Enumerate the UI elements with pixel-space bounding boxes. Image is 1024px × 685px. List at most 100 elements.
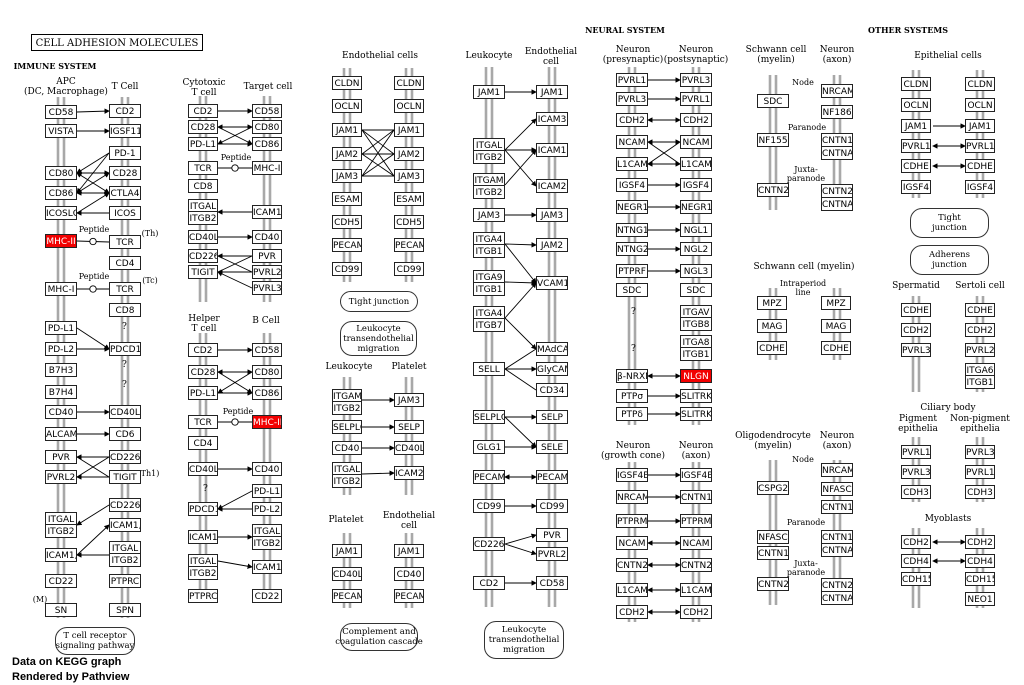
- gene-node-cd58[interactable]: CD58: [252, 343, 282, 357]
- gene-node-sele[interactable]: SELE: [536, 440, 568, 454]
- gene-node-nrcam[interactable]: NRCAM: [616, 490, 648, 504]
- gene-node-cd80[interactable]: CD80: [252, 120, 282, 134]
- gene-node-itgb1[interactable]: ITGB1: [965, 375, 995, 389]
- gene-node-cd2[interactable]: CD2: [473, 576, 505, 590]
- gene-node-cd28[interactable]: CD28: [188, 365, 218, 379]
- gene-node-ocln[interactable]: OCLN: [394, 99, 424, 113]
- gene-node-cd86[interactable]: CD86: [252, 386, 282, 400]
- gene-node-cd40l[interactable]: CD40L: [188, 230, 218, 244]
- gene-node-selp[interactable]: SELP: [394, 420, 424, 434]
- gene-node-mpz[interactable]: MPZ: [821, 296, 851, 310]
- gene-node-itgb2[interactable]: ITGB2: [252, 536, 282, 550]
- gene-node-pvrl1[interactable]: PVRL1: [965, 465, 995, 479]
- gene-node-icam123[interactable]: ICAM1,2,3: [45, 548, 77, 562]
- gene-node-tcr[interactable]: TCR: [188, 161, 218, 175]
- gene-node-cd99[interactable]: CD99: [394, 262, 424, 276]
- gene-node-cdh4[interactable]: CDH4: [965, 554, 995, 568]
- gene-node-ptprc[interactable]: PTPRC: [188, 589, 218, 603]
- gene-node-ptps[interactable]: PTPσ: [616, 389, 648, 403]
- gene-node-cdh3[interactable]: CDH3: [901, 485, 931, 499]
- gene-node-cntn1[interactable]: CNTN1: [821, 133, 853, 147]
- gene-node-cldn[interactable]: CLDN: [332, 76, 362, 90]
- gene-node-pvr[interactable]: PVR: [45, 450, 77, 464]
- gene-node-itgb2[interactable]: ITGB2: [473, 150, 505, 164]
- gene-node-nrcam[interactable]: NRCAM: [821, 84, 853, 98]
- gene-node-cdh5[interactable]: CDH5: [332, 215, 362, 229]
- gene-node-itgb1[interactable]: ITGB1: [680, 347, 712, 361]
- gene-node-igsf4[interactable]: IGSF4: [965, 180, 995, 194]
- gene-node-cldn[interactable]: CLDN: [965, 77, 995, 91]
- gene-node-ngl1[interactable]: NGL1: [680, 223, 712, 237]
- gene-node-pvrl2[interactable]: PVRL2: [536, 547, 568, 561]
- gene-node-cd22[interactable]: CD22: [45, 574, 77, 588]
- gene-node-negr1[interactable]: NEGR1: [616, 200, 648, 214]
- gene-node-itgb1[interactable]: ITGB1: [473, 282, 505, 296]
- gene-node-cd6[interactable]: CD6: [109, 427, 141, 441]
- gene-node-jam1[interactable]: JAM1: [394, 123, 424, 137]
- gene-node-itgb2[interactable]: ITGB2: [188, 211, 218, 225]
- gene-node-cdh5[interactable]: CDH5: [394, 215, 424, 229]
- gene-node-cd58[interactable]: CD58: [536, 576, 568, 590]
- gene-node-igsf4[interactable]: IGSF4: [680, 178, 712, 192]
- gene-node-cd4[interactable]: CD4: [188, 436, 218, 450]
- gene-node-pdl2[interactable]: PD-L2: [45, 342, 77, 356]
- gene-node-cd58[interactable]: CD58: [252, 104, 282, 118]
- gene-node-tigit[interactable]: TIGIT: [109, 470, 141, 484]
- gene-node-sn[interactable]: SN: [45, 603, 77, 617]
- gene-node-pvrl1[interactable]: PVRL1: [901, 445, 931, 459]
- gene-node-cd80[interactable]: CD80: [252, 365, 282, 379]
- gene-node-spn[interactable]: SPN: [109, 603, 141, 617]
- gene-node-cntn2[interactable]: CNTN2: [821, 578, 853, 592]
- gene-node-cldn[interactable]: CLDN: [901, 77, 931, 91]
- gene-node-ptpd[interactable]: PTPδ: [616, 407, 648, 421]
- gene-node-cd40[interactable]: CD40: [45, 405, 77, 419]
- gene-node-pdl1[interactable]: PD-L1: [45, 321, 77, 335]
- gene-node-selp[interactable]: SELP: [536, 410, 568, 424]
- gene-node-cntnap1[interactable]: CNTNAP1: [821, 543, 853, 557]
- gene-node-pdl1[interactable]: PD-L1: [188, 386, 218, 400]
- gene-node-ncam[interactable]: NCAM: [616, 536, 648, 550]
- gene-node-neo1[interactable]: NEO1: [965, 592, 995, 606]
- gene-node-nfasc[interactable]: NFASC: [757, 530, 789, 544]
- gene-node-itgb2[interactable]: ITGB2: [332, 474, 362, 488]
- gene-node-jam3[interactable]: JAM3: [394, 169, 424, 183]
- gene-node-nlgn[interactable]: NLGN: [680, 369, 712, 383]
- gene-node-jam1[interactable]: JAM1: [536, 85, 568, 99]
- gene-node-sdc[interactable]: SDC: [616, 283, 648, 297]
- gene-node-pvrl1[interactable]: PVRL1: [965, 139, 995, 153]
- gene-node-cdhe[interactable]: CDHE: [965, 159, 995, 173]
- gene-node-pdl2[interactable]: PD-L2: [252, 502, 282, 516]
- gene-node-cntnap2[interactable]: CNTNAP2: [821, 197, 853, 211]
- gene-node-itgb1[interactable]: ITGB1: [473, 244, 505, 258]
- gene-node-glg1[interactable]: GLG1: [473, 440, 505, 454]
- gene-node-cdhe[interactable]: CDHE: [901, 159, 931, 173]
- gene-node-pvr[interactable]: PVR: [536, 528, 568, 542]
- gene-node-pecam1[interactable]: PECAM1: [394, 589, 424, 603]
- gene-node-cd22[interactable]: CD22: [252, 589, 282, 603]
- gene-node-jam3[interactable]: JAM3: [473, 208, 505, 222]
- gene-node-cntn2[interactable]: CNTN2: [757, 183, 789, 197]
- gene-node-cdh2[interactable]: CDH2: [965, 323, 995, 337]
- gene-node-pvrl2[interactable]: PVRL2: [252, 265, 282, 279]
- gene-node-jam1[interactable]: JAM1: [394, 544, 424, 558]
- gene-node-pdcd1[interactable]: PDCD1: [109, 342, 141, 356]
- gene-node-b7h3[interactable]: B7H3: [45, 363, 77, 377]
- gene-node-cd40l[interactable]: CD40L: [188, 462, 218, 476]
- gene-node-cd28[interactable]: CD28: [188, 120, 218, 134]
- gene-node-cntn1[interactable]: CNTN1: [821, 530, 853, 544]
- gene-node-ncam[interactable]: NCAM: [616, 135, 648, 149]
- gene-node-cd28[interactable]: CD28: [109, 166, 141, 180]
- gene-node-jam1[interactable]: JAM1: [473, 85, 505, 99]
- gene-node-ptprm[interactable]: PTPRM: [616, 514, 648, 528]
- gene-node-tcr[interactable]: TCR: [188, 415, 218, 429]
- gene-node-cd2[interactable]: CD2: [109, 104, 141, 118]
- gene-node-jam1[interactable]: JAM1: [965, 119, 995, 133]
- gene-node-cspg2[interactable]: CSPG2: [757, 481, 789, 495]
- gene-node-jam1[interactable]: JAM1: [332, 544, 362, 558]
- gene-node-pvrl3[interactable]: PVRL3: [252, 281, 282, 295]
- gene-node-pecam1[interactable]: PECAM1: [332, 238, 362, 252]
- gene-node-cdh3[interactable]: CDH3: [965, 485, 995, 499]
- gene-node-slitrk3[interactable]: SLITRK3: [680, 407, 712, 421]
- gene-node-tcr[interactable]: TCR: [109, 282, 141, 296]
- gene-node-cntn2[interactable]: CNTN2: [616, 558, 648, 572]
